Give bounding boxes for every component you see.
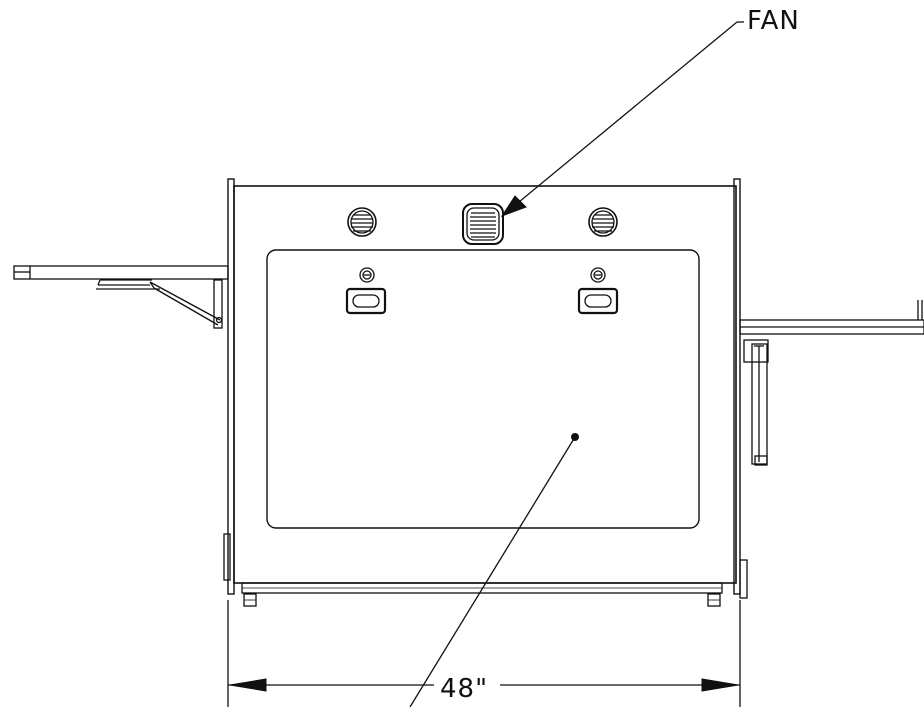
- right-handle: [577, 287, 619, 315]
- left-shelf: [13, 265, 229, 329]
- center-leader: [409, 436, 576, 707]
- left-side-post: [227, 178, 235, 595]
- right-lock: [590, 267, 606, 283]
- right-vent: [588, 207, 618, 237]
- right-dim-arrowhead: [701, 678, 739, 692]
- left-handle: [345, 287, 387, 315]
- right-lower-bracket: [739, 559, 748, 599]
- width-dimension: [227, 600, 741, 707]
- left-lower-bracket: [223, 533, 231, 581]
- left-dim-arrowhead: [229, 678, 267, 692]
- cabinet-body: [223, 178, 748, 599]
- right-shelf: [739, 300, 924, 466]
- door-panel: [266, 249, 700, 529]
- fan: [462, 203, 504, 245]
- cabinet-base: [241, 582, 723, 607]
- width-dimension-label: 48": [434, 676, 495, 702]
- left-vent: [347, 207, 377, 237]
- left-lock: [359, 267, 375, 283]
- fan-arrowhead: [500, 195, 527, 218]
- fan-leader: [500, 21, 744, 218]
- cabinet-outline: [233, 185, 737, 584]
- fan-callout-label: FAN: [747, 6, 800, 36]
- right-side-post: [733, 178, 741, 595]
